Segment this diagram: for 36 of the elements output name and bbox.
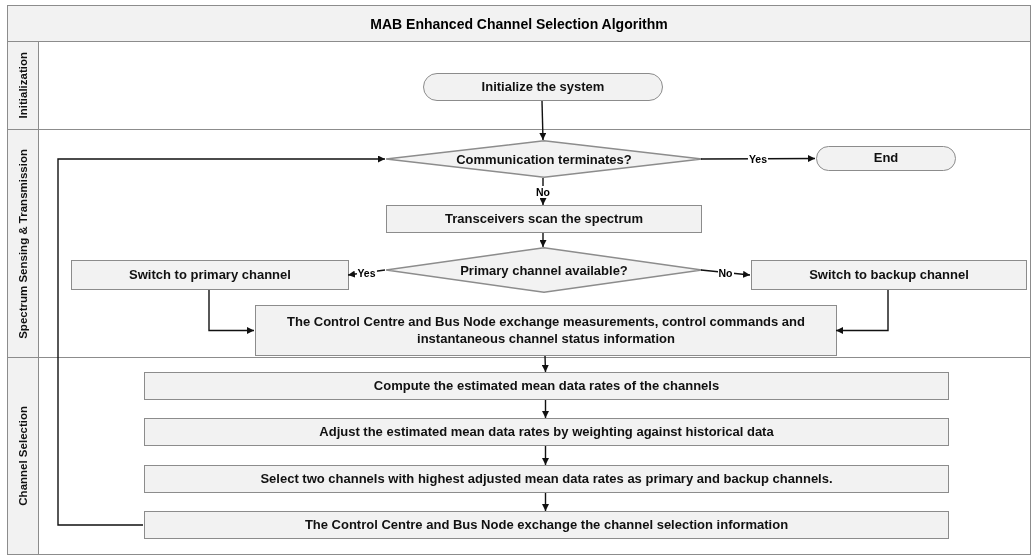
process-box: Adjust the estimated mean data rates by weighting against historical data [144,418,949,446]
arrow [542,445,549,466]
swimlane [7,42,1031,130]
process-box: Transceivers scan the spectrum [386,205,702,233]
arrow [539,100,547,141]
decision-text: Primary channel available? [460,262,628,278]
arrow [835,289,889,334]
arrow [208,289,255,334]
process-box: Select two channels with highest adjusted mean data rates as primary and backup channels. [144,465,949,493]
edge-label: Yes [356,266,377,279]
process-box: The Control Centre and Bus Node exchange measurements, control commands and instantaneous channel status information [255,305,837,356]
edge-label: No [717,266,734,279]
swimlane [7,358,1031,555]
arrow [541,355,549,373]
decision-diamond [386,247,702,293]
process-box: Switch to backup channel [751,260,1027,290]
lane-label: Initialization [17,52,29,119]
arrow [700,155,816,163]
lane-label: Channel Selection [17,406,29,506]
decision-diamond [386,140,702,178]
process-box: The Control Centre and Bus Node exchange the channel selection information [144,511,949,539]
process-box: Compute the estimated mean data rates of the channels [144,372,949,400]
edge-label: No [535,185,551,198]
edge-label: Yes [747,152,769,165]
diagram-title: MAB Enhanced Channel Selection Algorithm [7,5,1031,42]
terminal-box: Initialize the system [423,73,663,101]
arrow [539,177,547,206]
arrow [542,399,549,419]
swimlane [7,130,1031,358]
process-box: Switch to primary channel [71,260,349,290]
terminal-box: End [816,146,956,171]
arrow [539,232,547,248]
arrow [57,155,386,526]
arrow [542,492,549,512]
lane-label: Spectrum Sensing & Transmission [17,148,29,339]
decision-text: Communication terminates? [456,151,632,167]
